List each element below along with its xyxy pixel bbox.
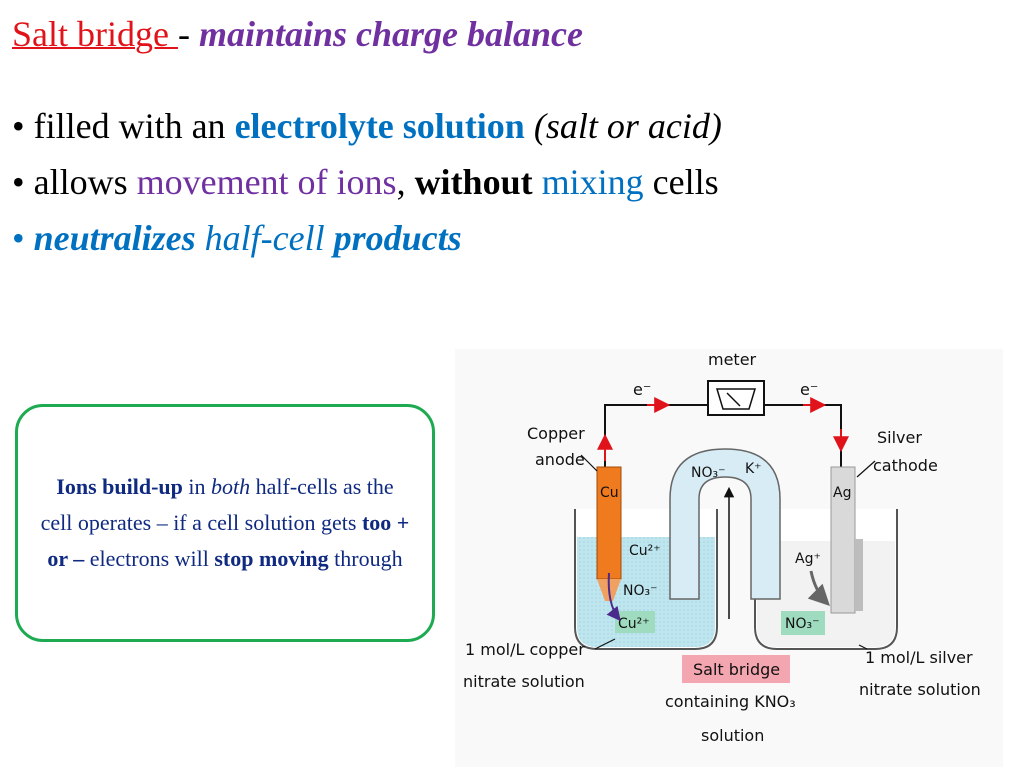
bullet-2-highlight: movement of ions xyxy=(136,162,397,202)
bullet-1-note: (salt or acid) xyxy=(524,106,722,146)
bullet-3-marker: • xyxy=(12,218,34,258)
left-solution-label-1: 1 mol/L copper xyxy=(465,640,585,659)
nitrate-left-label: NO₃⁻ xyxy=(623,583,658,599)
callout-bold-2: too + or – xyxy=(47,510,410,571)
bullet-1-prefix: • filled with an xyxy=(12,106,235,146)
bullet-item-3: • neutralizes half-cell products xyxy=(12,210,722,266)
copper-electrode-label: Cu xyxy=(600,485,619,501)
silver-ion-arrow xyxy=(807,570,830,606)
galvanic-cell-svg: meter e⁻ e⁻ NO₃⁻ K⁺ Cu Ag Cu²⁺ NO₃⁻ xyxy=(463,350,981,745)
callout-bold-3: stop moving xyxy=(214,546,329,571)
callout-text-8: through xyxy=(328,546,403,571)
silver-cathode-leader xyxy=(856,460,876,478)
bullet-2-blue: mixing xyxy=(541,162,644,202)
meter-icon xyxy=(707,380,765,416)
meter-label: meter xyxy=(708,350,757,369)
right-solution-leader xyxy=(858,644,868,650)
copper-ion-bottom-label: Cu²⁺ xyxy=(618,616,650,632)
callout-text-6: electrons will xyxy=(84,546,215,571)
bullet-1-emphasis: electrolyte solution xyxy=(234,106,525,146)
left-solution-leader xyxy=(594,638,616,650)
silver-cathode-label-2: cathode xyxy=(873,456,938,475)
ion-buildup-callout: Ions build-up in both half-cells as the … xyxy=(15,404,435,642)
bullet-3-word-1: neutralizes xyxy=(33,218,196,258)
meter-face xyxy=(715,388,757,410)
bullet-2-bold: without xyxy=(414,162,533,202)
salt-bridge-label: Salt bridge xyxy=(693,660,780,679)
meter-needle xyxy=(726,392,741,407)
copper-ion-highlight xyxy=(615,611,655,633)
salt-bridge-tube xyxy=(669,448,781,600)
bullet-2-prefix: • allows xyxy=(12,162,137,202)
salt-bridge-label-3: solution xyxy=(701,726,764,745)
title-description: maintains charge balance xyxy=(198,14,584,54)
left-solution-label-2: nitrate solution xyxy=(463,672,585,691)
bullet-2-comma: , xyxy=(396,162,415,202)
silver-electrode-label: Ag xyxy=(833,485,851,501)
silver-cathode-label-1: Silver xyxy=(877,428,922,447)
nitrate-right-label: NO₃⁻ xyxy=(785,616,820,632)
copper-ion-arrow xyxy=(606,572,621,622)
bullet-3-word-2: half-cell xyxy=(195,218,334,258)
slide-title: Salt bridge - maintains charge balance xyxy=(12,12,583,56)
bullet-2-space xyxy=(533,162,542,202)
bullet-2-suffix: cells xyxy=(643,162,719,202)
copper-electrode xyxy=(596,466,622,580)
salt-bridge-highlight xyxy=(682,655,790,683)
galvanic-cell-diagram: meter e⁻ e⁻ NO₃⁻ K⁺ Cu Ag Cu²⁺ NO₃⁻ xyxy=(455,349,1003,767)
bridge-nitrate-label: NO₃⁻ xyxy=(691,465,726,481)
callout-text-2: in xyxy=(182,474,212,499)
wire-right xyxy=(764,404,842,467)
right-solution-label-1: 1 mol/L silver xyxy=(865,648,973,667)
callout-text: Ions build-up in both half-cells as the … xyxy=(38,469,412,577)
callout-text-4: half-cells as the cell operates – if a c… xyxy=(40,474,394,535)
copper-ion-label: Cu²⁺ xyxy=(629,543,661,559)
electron-label-right: e⁻ xyxy=(800,380,818,399)
title-dash: - xyxy=(177,14,199,54)
right-solution-label-2: nitrate solution xyxy=(859,680,981,699)
silver-ion-label: Ag⁺ xyxy=(795,551,821,567)
callout-italic: both xyxy=(211,474,251,499)
bullet-item-2: • allows movement of ions, without mixin… xyxy=(12,154,722,210)
copper-anode-leader xyxy=(580,454,598,472)
silver-electrode xyxy=(830,466,856,614)
silver-electrode-side xyxy=(855,539,863,611)
bridge-potassium-label: K⁺ xyxy=(745,461,762,477)
bullet-list: • filled with an electrolyte solution (s… xyxy=(12,98,722,266)
bullet-item-1: • filled with an electrolyte solution (s… xyxy=(12,98,722,154)
nitrate-right-highlight xyxy=(781,611,825,635)
salt-bridge-label-2: containing KNO₃ xyxy=(665,692,796,711)
bullet-3-word-3: products xyxy=(333,218,462,258)
callout-bold-1: Ions build-up xyxy=(56,474,183,499)
copper-anode-label-1: Copper xyxy=(527,424,585,443)
title-term: Salt bridge xyxy=(12,14,178,54)
electron-label-left: e⁻ xyxy=(633,380,651,399)
copper-anode-label-2: anode xyxy=(535,450,585,469)
